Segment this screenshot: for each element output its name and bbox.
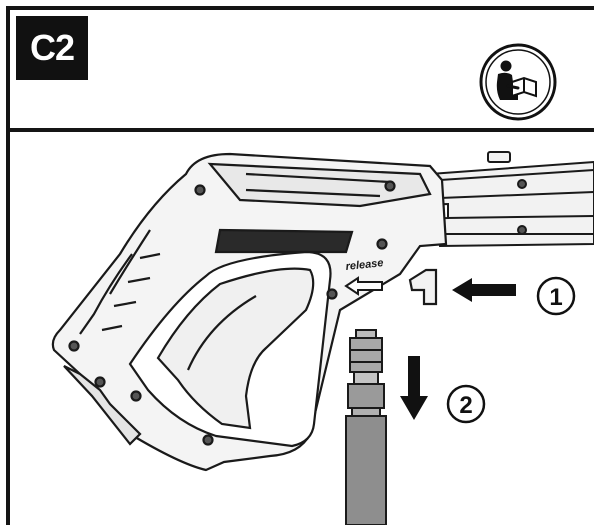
quick-connect-fitting [346,330,386,525]
callout-2: 2 [448,386,484,422]
callout-1: 1 [538,278,574,314]
callout-1-number: 1 [549,284,562,311]
gun-illustration: release 1 2 [10,134,594,525]
callout-2-number: 2 [459,392,472,419]
gun-barrel [430,152,594,246]
panel-header: C2 [6,6,594,132]
step-badge: C2 [16,16,88,80]
push-arrow [452,278,516,302]
pull-down-arrow [400,356,428,420]
read-manual-icon [478,42,558,122]
gun-handle [53,154,446,470]
release-button [410,270,436,304]
